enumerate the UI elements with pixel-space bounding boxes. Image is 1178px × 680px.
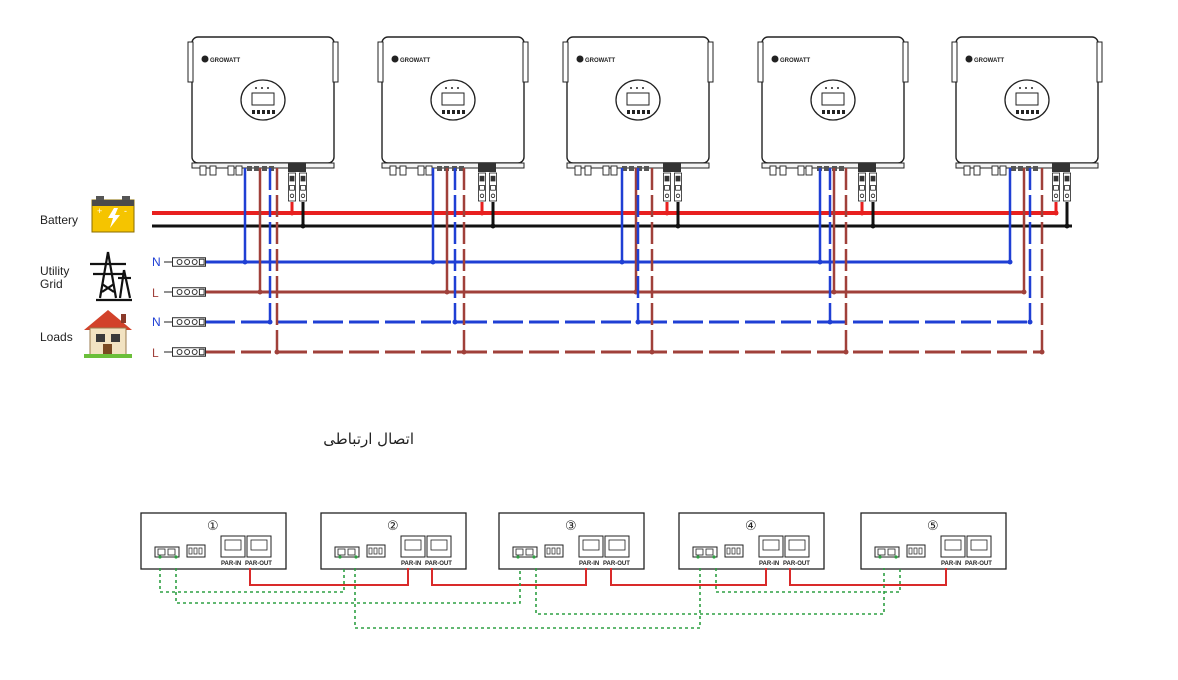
terminal-port-icon: [724, 544, 744, 558]
par-out-port-icon: [784, 535, 810, 558]
inverter-wiring: [430, 168, 496, 355]
load-line-letter: L: [152, 346, 159, 360]
battery-plus-label: +: [97, 206, 102, 216]
transmission-tower-icon: [90, 251, 132, 302]
breaker-icon: [858, 172, 866, 202]
comm-module: ④ PAR-IN PAR-OUT: [678, 512, 825, 570]
lcd-display-icon: [810, 79, 856, 121]
par-in-label: PAR-IN: [221, 561, 241, 567]
terminal-block-icon: [164, 347, 206, 357]
breaker-icon: [478, 172, 486, 202]
par-in-port-icon: [400, 535, 426, 558]
par-in-label: PAR-IN: [941, 561, 961, 567]
comm-module: ⑤ PAR-IN PAR-OUT: [860, 512, 1007, 570]
current-share-port-icon: [512, 546, 538, 558]
grid-line-letter: L: [152, 286, 159, 300]
terminal-block-icon: [164, 287, 206, 297]
communication-caption: اتصال ارتباطی: [323, 430, 414, 448]
comm-module: ③ PAR-IN PAR-OUT: [498, 512, 645, 570]
par-out-label: PAR-OUT: [425, 561, 452, 567]
utility-grid-label-line2: Grid: [40, 277, 63, 291]
terminal-block-icon: [164, 317, 206, 327]
inverter-wiring: [619, 168, 681, 355]
comm-module: ① PAR-IN PAR-OUT: [140, 512, 287, 570]
par-in-port-icon: [758, 535, 784, 558]
house-icon: [84, 310, 132, 358]
inverter-unit: GROWATT: [951, 36, 1103, 355]
breaker-icon: [663, 172, 671, 202]
inverters: GROWATT GROWATT GROWATT GROWATT GROWATT: [187, 36, 1103, 355]
current-share-port-icon: [154, 546, 180, 558]
inverter-unit: GROWATT: [377, 36, 529, 355]
inverter-brand-label: GROWATT: [400, 58, 431, 64]
growatt-logo-icon: GROWATT: [771, 55, 811, 64]
inverter-brand-label: GROWATT: [780, 58, 811, 64]
par-out-port-icon: [966, 535, 992, 558]
inverter-brand-label: GROWATT: [585, 58, 616, 64]
breaker-icon: [869, 172, 877, 202]
par-out-label: PAR-OUT: [603, 561, 630, 567]
growatt-logo-icon: GROWATT: [965, 55, 1005, 64]
par-in-label: PAR-IN: [759, 561, 779, 567]
par-out-port-icon: [426, 535, 452, 558]
inverter-brand-label: GROWATT: [974, 58, 1005, 64]
par-in-port-icon: [220, 535, 246, 558]
par-in-label: PAR-IN: [401, 561, 421, 567]
battery-minus-label: -: [124, 206, 127, 216]
terminal-port-icon: [186, 544, 206, 558]
par-in-label: PAR-IN: [579, 561, 599, 567]
lcd-display-icon: [240, 79, 286, 121]
terminal-port-icon: [366, 544, 386, 558]
share-links: [159, 568, 901, 629]
inverter-wiring: [817, 168, 876, 355]
par-out-label: PAR-OUT: [245, 561, 272, 567]
terminal-port-icon: [906, 544, 926, 558]
growatt-logo-icon: GROWATT: [576, 55, 616, 64]
comm-module: ② PAR-IN PAR-OUT: [320, 512, 467, 570]
module-number: ①: [207, 519, 219, 534]
parallel-links: [249, 568, 947, 586]
current-share-port-icon: [692, 546, 718, 558]
inverter-brand-label: GROWATT: [210, 58, 241, 64]
breaker-icon: [288, 172, 296, 202]
par-out-port-icon: [246, 535, 272, 558]
breaker-icon: [674, 172, 682, 202]
terminal-block-icon: [164, 257, 206, 267]
breaker-icon: [299, 172, 307, 202]
inverter-wiring: [1007, 168, 1070, 355]
battery-icon: [91, 196, 135, 233]
inverter-unit: GROWATT: [562, 36, 714, 355]
module-number: ④: [745, 519, 757, 534]
module-number: ⑤: [927, 519, 939, 534]
module-number: ②: [387, 519, 399, 534]
growatt-logo-icon: GROWATT: [391, 55, 431, 64]
breaker-icon: [1063, 172, 1071, 202]
loads-label: Loads: [40, 330, 73, 344]
inverter-wiring: [242, 168, 306, 355]
grid-neutral-letter: N: [152, 255, 161, 269]
load-neutral-letter: N: [152, 315, 161, 329]
inverter-unit: GROWATT: [757, 36, 909, 355]
growatt-logo-icon: GROWATT: [201, 55, 241, 64]
breaker-icon: [489, 172, 497, 202]
breaker-icon: [1052, 172, 1060, 202]
battery-label: Battery: [40, 213, 78, 227]
communication-modules: ① PAR-IN PAR-OUT ② PAR-IN PAR-OUT ③ PAR-IN PAR-O…: [140, 512, 1007, 570]
current-share-port-icon: [874, 546, 900, 558]
par-in-port-icon: [578, 535, 604, 558]
par-out-port-icon: [604, 535, 630, 558]
utility-grid-label-line1: Utility: [40, 264, 69, 278]
par-out-label: PAR-OUT: [783, 561, 810, 567]
inverter-unit: GROWATT: [187, 36, 339, 355]
lcd-display-icon: [430, 79, 476, 121]
par-in-port-icon: [940, 535, 966, 558]
par-out-label: PAR-OUT: [965, 561, 992, 567]
lcd-display-icon: [1004, 79, 1050, 121]
lcd-display-icon: [615, 79, 661, 121]
current-share-port-icon: [334, 546, 360, 558]
terminal-port-icon: [544, 544, 564, 558]
module-number: ③: [565, 519, 577, 534]
